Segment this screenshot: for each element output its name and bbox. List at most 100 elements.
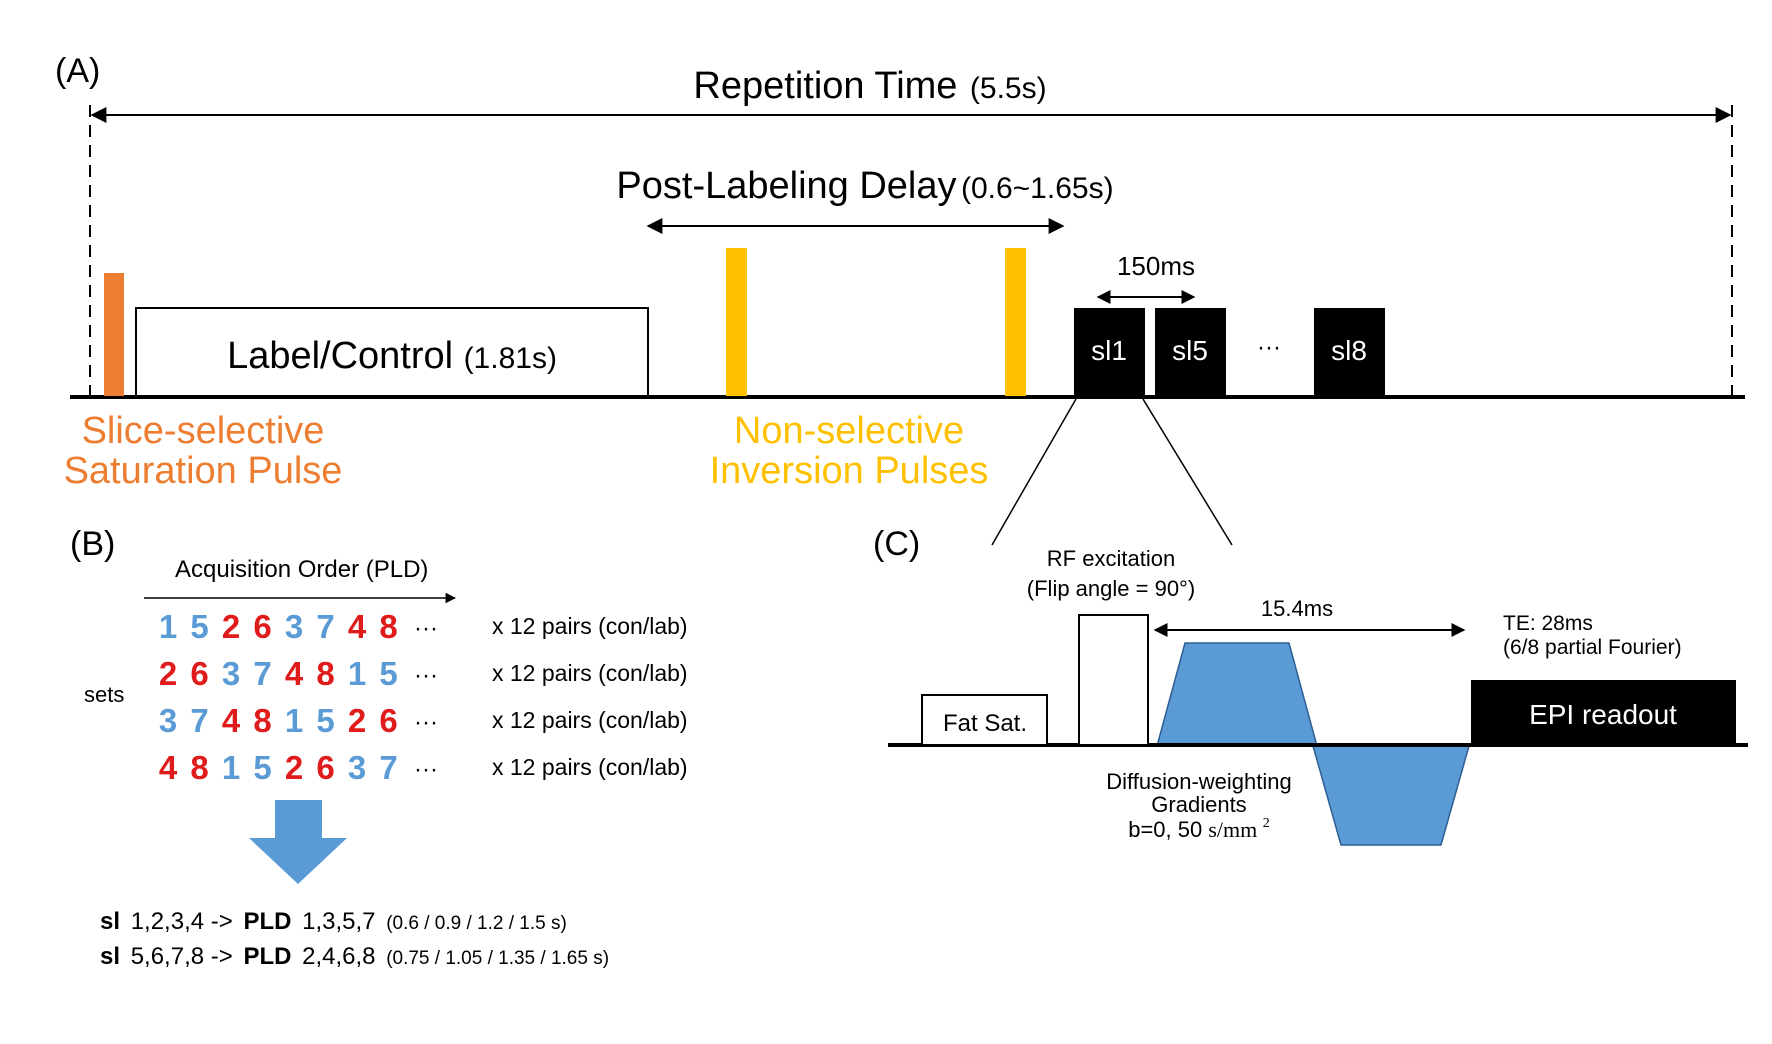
- zoom-line-left: [991, 398, 1077, 546]
- label-control-box: [135, 307, 649, 397]
- pld-value: (0.6~1.65s): [961, 172, 1114, 205]
- tr-label: Repetition Time (5.5s): [693, 65, 1046, 107]
- order-number: 1: [222, 749, 240, 786]
- rf-label-line2: (Flip angle = 90°): [1027, 576, 1195, 601]
- pairs-label: x 12 pairs (con/lab): [492, 707, 688, 733]
- slice-label-sl5: sl5: [1172, 335, 1208, 366]
- order-number: 2: [222, 608, 240, 645]
- sat-pulse-line1: Slice-selective: [82, 410, 325, 452]
- order-number: 3: [159, 702, 177, 739]
- sat-pulse-line2: Saturation Pulse: [64, 450, 343, 492]
- inv-pulse-line1: Non-selective: [734, 410, 964, 452]
- acq-order-title: Acquisition Order (PLD): [175, 556, 428, 583]
- inversion-pulse-2: [1005, 248, 1026, 396]
- panel-a-label: (A): [55, 52, 100, 90]
- order-number: 1: [285, 702, 303, 739]
- zoom-line-right: [1142, 398, 1233, 546]
- order-number: 2: [159, 655, 177, 692]
- mapping-2-pld: PLD: [243, 943, 291, 970]
- sets-label: sets: [84, 682, 124, 707]
- order-number: 4: [348, 608, 367, 645]
- epi-readout-box: [1471, 680, 1736, 745]
- te-line1: TE: 28ms: [1503, 612, 1593, 635]
- down-arrow-icon: [249, 800, 347, 884]
- mapping-line-1: sl 1,2,3,4 -> PLD 1,3,5,7 (0.6 / 0.9 / 1…: [100, 908, 567, 935]
- mapping-2-sl: sl: [100, 943, 120, 970]
- order-number: 3: [222, 655, 240, 692]
- slice-label-sl8: sl8: [1331, 335, 1367, 366]
- order-row-ellipsis: ···: [414, 756, 438, 783]
- mapping-1-sl: sl: [100, 908, 120, 935]
- order-number: 3: [348, 749, 366, 786]
- mapping-2-plds: 2,4,6,8: [302, 943, 375, 970]
- slice-label-sl1: sl1: [1091, 335, 1127, 366]
- dw-line1: Diffusion-weighting: [1106, 769, 1291, 794]
- diffusion-gradient-positive: [1156, 642, 1318, 747]
- tr-title: Repetition Time: [693, 65, 957, 107]
- inversion-pulse-1: [726, 248, 747, 396]
- order-number: 7: [379, 749, 397, 786]
- order-number: 3: [285, 608, 303, 645]
- order-number: 5: [190, 608, 208, 645]
- order-number: 4: [222, 702, 241, 739]
- label-control-value: (1.81s): [464, 342, 557, 375]
- pairs-label: x 12 pairs (con/lab): [492, 660, 688, 686]
- tr-value: (5.5s): [970, 72, 1047, 105]
- b-value-label: b=0, 50 s/mm 2: [1128, 816, 1270, 842]
- order-number: 6: [253, 608, 271, 645]
- slice-block-sl1: [1074, 308, 1145, 397]
- pld-title: Post-Labeling Delay: [616, 165, 956, 207]
- saturation-pulse: [104, 273, 124, 396]
- slice-block-sl8: [1314, 308, 1385, 397]
- b-value-prefix: b=0, 50: [1128, 817, 1208, 842]
- mapping-2-times: (0.75 / 1.05 / 1.35 / 1.65 s): [386, 948, 609, 969]
- order-number: 5: [379, 655, 397, 692]
- order-number: 2: [348, 702, 366, 739]
- order-number: 5: [253, 749, 271, 786]
- order-row-ellipsis: ···: [414, 615, 438, 642]
- pairs-label: x 12 pairs (con/lab): [492, 754, 688, 780]
- slice-spacing-label: 150ms: [1117, 251, 1195, 281]
- order-number: 1: [348, 655, 366, 692]
- order-number: 8: [190, 749, 208, 786]
- te-line2: (6/8 partial Fourier): [1503, 636, 1682, 659]
- order-number: 7: [316, 608, 334, 645]
- order-number: 4: [159, 749, 178, 786]
- mapping-1-times: (0.6 / 0.9 / 1.2 / 1.5 s): [386, 913, 567, 934]
- order-number: 5: [316, 702, 334, 739]
- pld-label: Post-Labeling Delay (0.6~1.65s): [616, 165, 1113, 207]
- order-number: 4: [285, 655, 304, 692]
- dw-line2: Gradients: [1151, 792, 1246, 817]
- order-row-ellipsis: ···: [414, 709, 438, 736]
- mapping-1-slices: 1,2,3,4 ->: [131, 908, 233, 935]
- mapping-2-slices: 5,6,7,8 ->: [131, 943, 233, 970]
- order-row-ellipsis: ···: [414, 662, 438, 689]
- slice-block-sl5: [1155, 308, 1226, 397]
- panel-b-label: (B): [70, 525, 115, 563]
- mapping-1-pld: PLD: [243, 908, 291, 935]
- label-control-title: Label/Control: [227, 335, 453, 377]
- panel-c-label: (C): [873, 525, 920, 563]
- order-number: 7: [253, 655, 271, 692]
- order-number: 8: [316, 655, 334, 692]
- fat-sat-label: Fat Sat.: [943, 710, 1027, 737]
- rf-label-line1: RF excitation: [1047, 546, 1175, 571]
- epi-readout-label: EPI readout: [1529, 699, 1677, 730]
- mapping-line-2: sl 5,6,7,8 -> PLD 2,4,6,8 (0.75 / 1.05 /…: [100, 943, 609, 970]
- order-number: 6: [379, 702, 397, 739]
- fat-sat-box: [921, 694, 1048, 746]
- rf-excitation-box: [1078, 614, 1149, 746]
- order-number: 8: [253, 702, 271, 739]
- order-number: 2: [285, 749, 303, 786]
- order-number: 6: [316, 749, 334, 786]
- order-number: 8: [379, 608, 397, 645]
- inv-pulse-line2: Inversion Pulses: [710, 450, 989, 492]
- order-number: 7: [190, 702, 208, 739]
- delta-label: 15.4ms: [1261, 596, 1333, 621]
- b-value-unit: s/mm: [1208, 817, 1257, 842]
- b-value-exponent: 2: [1263, 816, 1270, 831]
- mapping-1-plds: 1,3,5,7: [302, 908, 375, 935]
- order-number: 1: [159, 608, 177, 645]
